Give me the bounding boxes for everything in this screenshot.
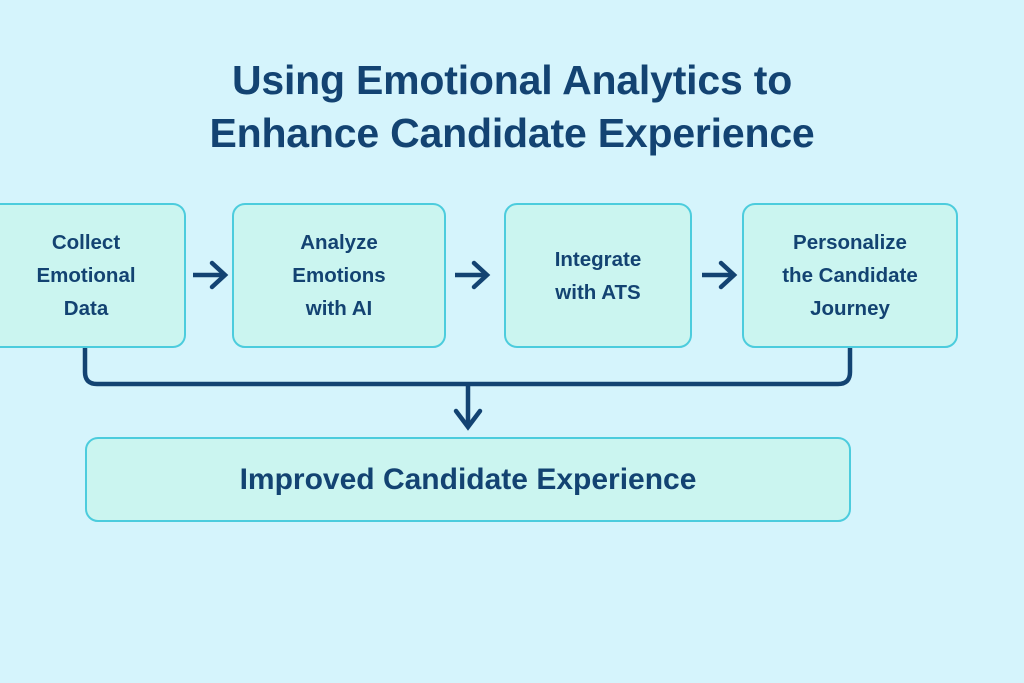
page-title: Using Emotional Analytics to Enhance Can…	[0, 54, 1024, 160]
process-box-analyze-label: Analyze Emotions with AI	[292, 231, 386, 320]
arrow-right-icon	[455, 260, 491, 290]
process-box-analyze[interactable]: Analyze Emotions with AI	[232, 203, 446, 348]
process-box-personalize[interactable]: Personalize the Candidate Journey	[742, 203, 958, 348]
title-line-1: Using Emotional Analytics to	[231, 57, 793, 103]
outcome-box[interactable]: Improved Candidate Experience	[85, 437, 851, 522]
arrow-right-icon	[702, 260, 738, 290]
process-box-personalize-label: Personalize the Candidate Journey	[782, 231, 918, 320]
title-line-2: Enhance Candidate Experience	[209, 110, 815, 156]
process-box-integrate-label: Integrate with ATS	[554, 247, 642, 304]
process-box-collect-label: Collect Emotional Data	[36, 231, 136, 320]
arrow-down-icon	[453, 384, 483, 431]
bracket-connector	[82, 348, 853, 387]
process-box-integrate[interactable]: Integrate with ATS	[504, 203, 692, 348]
arrow-right-icon	[193, 260, 229, 290]
process-box-collect[interactable]: Collect Emotional Data	[0, 203, 186, 348]
outcome-box-label: Improved Candidate Experience	[239, 462, 697, 496]
